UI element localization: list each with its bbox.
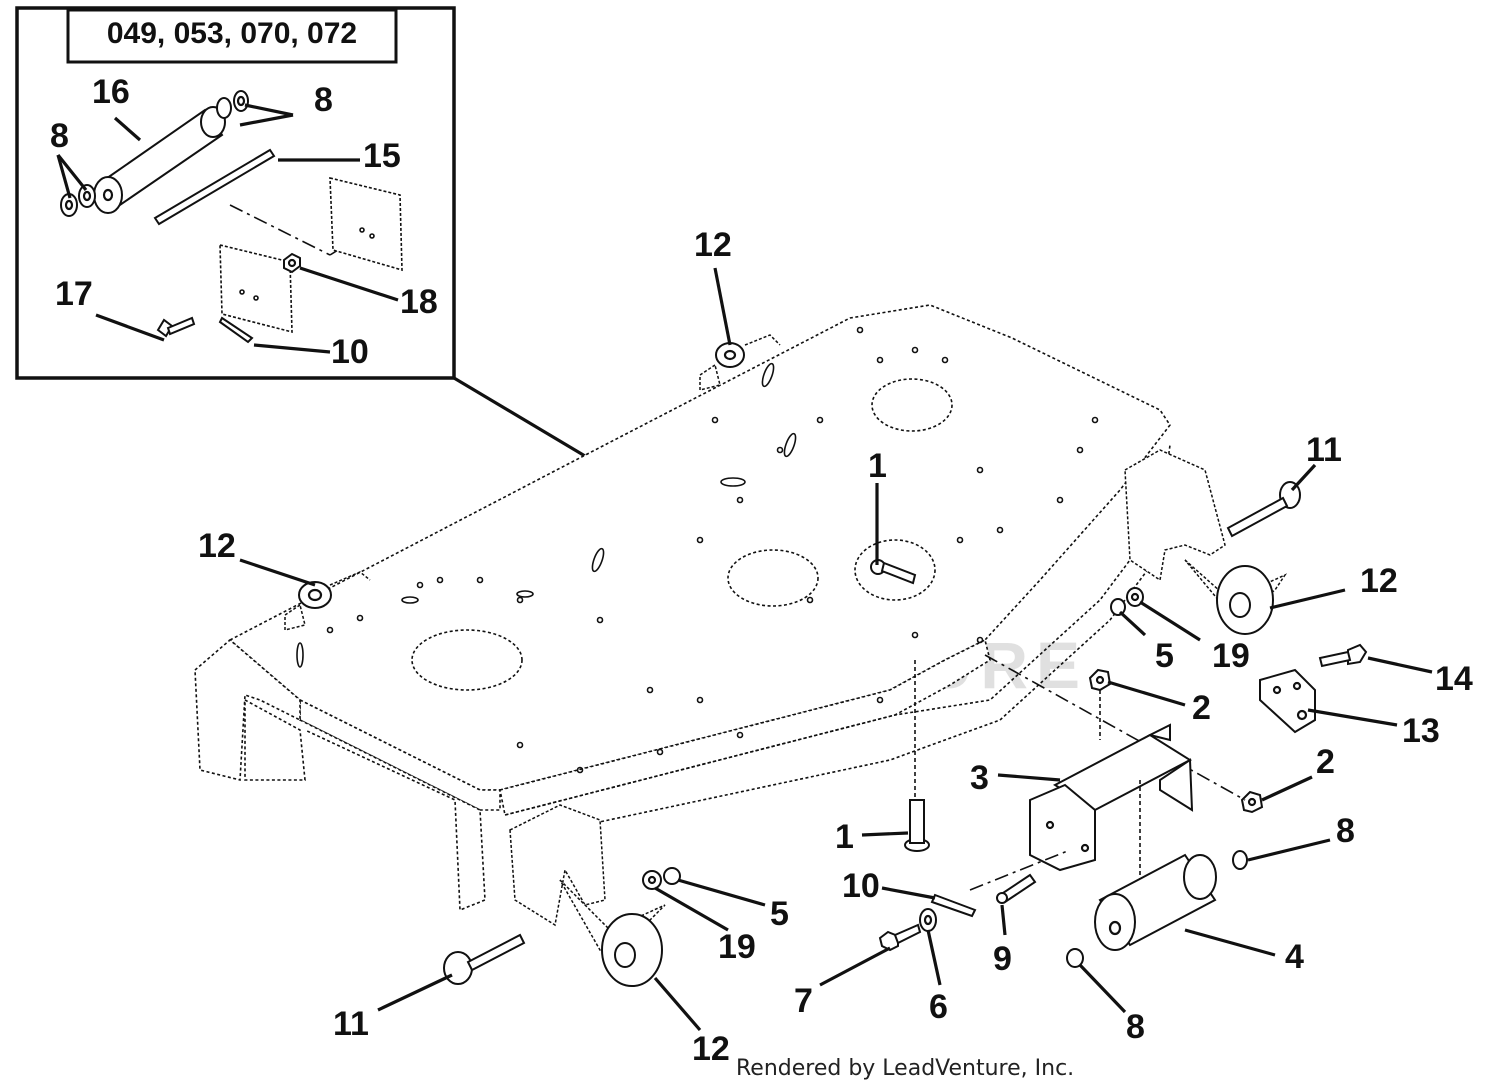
callout-12-left: 12 bbox=[198, 527, 236, 565]
callout-11-left: 11 bbox=[333, 1005, 369, 1043]
nut-washer-right-part bbox=[1110, 587, 1144, 616]
inset-bolt-part bbox=[156, 316, 196, 338]
callout-12-bottom: 12 bbox=[692, 1030, 730, 1068]
callout-leaders bbox=[239, 267, 1433, 1032]
callout-5-left: 5 bbox=[770, 895, 789, 933]
callout-19-left: 19 bbox=[718, 928, 756, 966]
washer-8-right-part bbox=[1232, 850, 1248, 870]
callout-1-top: 1 bbox=[868, 447, 887, 485]
callout-8-bottom: 8 bbox=[1126, 1008, 1145, 1046]
callout-inset-17: 17 bbox=[55, 275, 93, 313]
mower-deck-housing bbox=[194, 304, 1288, 952]
inset-pin-part bbox=[218, 316, 254, 344]
callout-14: 14 bbox=[1435, 660, 1473, 698]
callout-inset-18: 18 bbox=[400, 283, 438, 321]
callout-19-right: 19 bbox=[1212, 637, 1250, 675]
callout-inset-15: 15 bbox=[363, 137, 401, 175]
callout-9: 9 bbox=[993, 940, 1012, 978]
inset-nut-part bbox=[283, 252, 301, 274]
callout-4: 4 bbox=[1285, 938, 1304, 976]
callout-13: 13 bbox=[1402, 712, 1440, 750]
nut-2-top-part bbox=[1088, 668, 1112, 692]
deck-slots bbox=[296, 362, 797, 668]
bracket-3-part bbox=[1029, 723, 1194, 880]
inset-shaft-part bbox=[153, 148, 276, 226]
washer-6-part bbox=[919, 908, 937, 932]
nut-2-lower-part bbox=[1240, 790, 1264, 814]
callout-3: 3 bbox=[970, 759, 989, 797]
callout-inset-16: 16 bbox=[92, 73, 130, 111]
callout-labels: 8 8 16 15 17 18 10 12 12 1 11 12 5 19 14… bbox=[50, 73, 1473, 1068]
callout-5-right: 5 bbox=[1155, 637, 1174, 675]
callout-inset-8b: 8 bbox=[50, 117, 69, 155]
deck-wheel-top-part bbox=[699, 334, 781, 391]
bolt-1-top-part bbox=[870, 559, 917, 585]
nut-washer-left-part bbox=[642, 867, 681, 890]
pin-9-part bbox=[996, 873, 1037, 904]
callout-11-right: 11 bbox=[1306, 431, 1342, 469]
bolt-7-part bbox=[878, 923, 922, 952]
callout-2-lower: 2 bbox=[1316, 743, 1335, 781]
inset-pointer-line bbox=[453, 376, 586, 458]
pin-10-part bbox=[930, 893, 977, 918]
callout-2-top: 2 bbox=[1192, 689, 1211, 727]
callout-inset-8a: 8 bbox=[314, 81, 333, 119]
wheel-12-bottom-part bbox=[601, 913, 663, 987]
callout-1-bottom: 1 bbox=[835, 818, 854, 856]
inset-title: 049, 053, 070, 072 bbox=[107, 17, 357, 50]
bolt-11-right-part bbox=[1226, 481, 1301, 538]
inset-washers-part bbox=[60, 90, 249, 217]
washer-8-bottom-part bbox=[1066, 948, 1084, 968]
bolt-11-left-part bbox=[443, 933, 526, 985]
callout-7: 7 bbox=[794, 982, 813, 1020]
render-credit: Rendered by LeadVenture, Inc. bbox=[736, 1056, 1074, 1081]
bolt-1-bottom-part bbox=[904, 799, 930, 852]
callout-inset-10: 10 bbox=[331, 333, 369, 371]
roller-4-part bbox=[1094, 853, 1217, 951]
inset-detail-box: 049, 053, 070, 072 bbox=[15, 6, 456, 380]
bolt-14-part bbox=[1318, 643, 1368, 668]
inset-brackets-part bbox=[219, 176, 403, 334]
plate-13-part bbox=[1259, 668, 1316, 734]
callout-12-top: 12 bbox=[694, 226, 732, 264]
callout-6: 6 bbox=[929, 988, 948, 1026]
callout-10: 10 bbox=[842, 867, 880, 905]
callout-12-right: 12 bbox=[1360, 562, 1398, 600]
deck-wheel-left-part bbox=[284, 571, 371, 631]
deck-mounting-holes bbox=[326, 326, 1099, 774]
callout-8-right: 8 bbox=[1336, 812, 1355, 850]
wheel-12-right-part bbox=[1216, 565, 1274, 635]
